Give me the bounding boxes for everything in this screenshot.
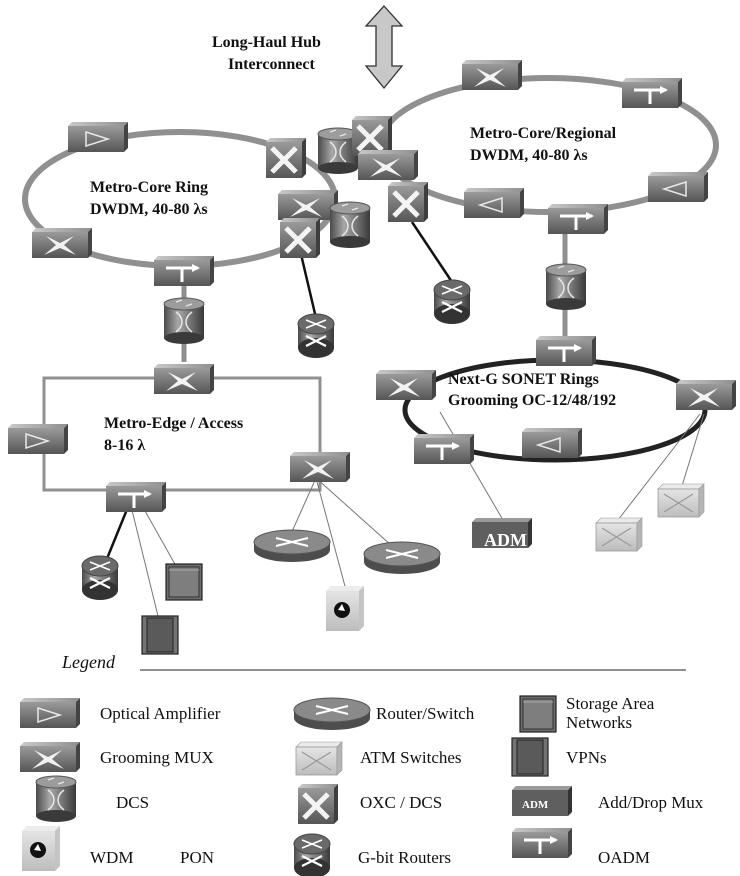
- legend-atm-switches-label: ATM Switches: [360, 748, 462, 767]
- adm-box-label: ADM: [484, 530, 527, 550]
- gbit-router-icon: [432, 278, 472, 326]
- legend-oxc-dcs-icon: [298, 784, 338, 824]
- regional-label-2: DWDM, 40-80 λs: [470, 147, 588, 164]
- metro-edge-access-ring: [42, 376, 322, 492]
- atm-switch-icon: [657, 483, 705, 518]
- legend-router-switch-icon: [293, 697, 371, 731]
- legend-grooming-mux-icon: [20, 742, 80, 772]
- long-haul-label-1: Long-Haul Hub: [212, 34, 321, 51]
- legend-vpn-icon: [511, 737, 549, 777]
- san-icon: [165, 563, 203, 601]
- optical-amplifier-icon: [522, 428, 582, 458]
- grooming-mux-icon: [376, 370, 436, 400]
- oadm-icon: [154, 256, 214, 286]
- grooming-mux-icon: [462, 60, 522, 90]
- optical-amplifier-icon: [8, 424, 68, 454]
- oadm-icon: [536, 336, 596, 366]
- metro-core-label-2: DWDM, 40-80 λs: [90, 201, 208, 218]
- legend-title: Legend: [62, 652, 115, 672]
- legend-optical-amplifier-icon: [20, 698, 80, 728]
- oadm-icon: [414, 434, 474, 464]
- edge-label-2: 8-16 λ: [104, 437, 146, 454]
- router-switch-icon: [253, 529, 331, 563]
- legend-oxc-dcs-label: OXC / DCS: [360, 793, 443, 812]
- grooming-mux-icon: [32, 228, 92, 258]
- legend-pon-label: PON: [180, 848, 215, 867]
- legend-san-label-2: Networks: [566, 713, 633, 732]
- vpn-icon: [141, 615, 179, 655]
- legend-gbit-routers-label: G-bit Routers: [358, 848, 452, 867]
- oxc-dcs-icon: [280, 218, 320, 258]
- connection-links: [102, 221, 705, 617]
- grooming-mux-icon: [154, 364, 214, 394]
- wdm-pon-icon: [326, 586, 364, 631]
- legend-grooming-mux-label: Grooming MUX: [100, 748, 214, 767]
- grooming-mux-icon: [278, 190, 338, 220]
- metro-core-label-1: Metro-Core Ring: [90, 179, 209, 196]
- sonet-label-2: Grooming OC-12/48/192: [448, 392, 617, 409]
- legend-san-icon: [519, 695, 557, 733]
- optical-amplifier-icon: [648, 172, 708, 202]
- dcs-icon: [329, 201, 371, 249]
- legend-gbit-router-icon: [292, 832, 332, 876]
- oxc-dcs-icon: [388, 182, 428, 222]
- optical-amplifier-icon: [464, 188, 524, 218]
- long-haul-arrow: [364, 5, 404, 90]
- oadm-icon: [106, 482, 166, 512]
- regional-label-1: Metro-Core/Regional: [470, 125, 617, 142]
- legend-add-drop-mux-label: Add/Drop Mux: [598, 793, 704, 812]
- legend-optical-amplifier-label: Optical Amplifier: [100, 704, 221, 723]
- legend-san-label-1: Storage Area: [566, 694, 655, 713]
- legend-wdm-icon: [22, 826, 60, 871]
- sonet-label-1: Next-G SONET Rings: [448, 371, 599, 388]
- grooming-mux-icon: [290, 452, 350, 482]
- oxc-dcs-icon: [266, 138, 306, 178]
- grooming-mux-icon: [676, 380, 736, 410]
- atm-switch-icon: [595, 517, 643, 552]
- grooming-mux-icon: [358, 150, 418, 180]
- legend-router-switch-label: Router/Switch: [376, 704, 475, 723]
- long-haul-label-2: Interconnect: [228, 56, 315, 73]
- legend-wdm-label: WDM: [90, 848, 134, 867]
- oadm-icon: [622, 78, 682, 108]
- gbit-router-icon: [296, 312, 336, 360]
- dcs-icon: [163, 297, 205, 345]
- legend-oadm-label: OADM: [598, 848, 650, 867]
- legend-dcs-label: DCS: [116, 793, 150, 812]
- router-switch-icon: [363, 541, 441, 575]
- gbit-router-icon: [80, 554, 120, 602]
- legend-adm-icon-text: ADM: [522, 799, 549, 811]
- legend-dcs-icon: [35, 775, 77, 823]
- dcs-icon: [545, 263, 587, 311]
- oadm-icon: [548, 204, 608, 234]
- optical-amplifier-icon: [68, 122, 128, 152]
- legend-oadm-icon: [512, 828, 572, 858]
- legend-vpns-label: VPNs: [566, 748, 607, 767]
- edge-label-1: Metro-Edge / Access: [104, 415, 244, 432]
- legend-atm-switch-icon: [295, 741, 343, 776]
